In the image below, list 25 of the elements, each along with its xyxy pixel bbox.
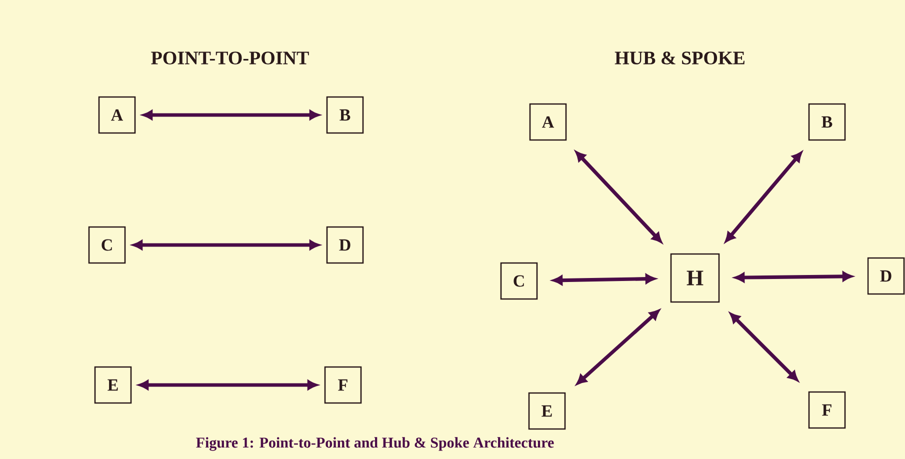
- letter-box: D: [326, 226, 364, 264]
- letter-box: E: [94, 366, 132, 404]
- letter-box: F: [324, 366, 362, 404]
- letter-box: C: [500, 262, 538, 300]
- double-arrow: [725, 152, 802, 242]
- figure-caption: Figure 1: Point-to-Point and Hub & Spoke Architecture: [196, 437, 554, 451]
- double-arrow: [552, 274, 656, 286]
- double-arrow: [142, 110, 320, 120]
- section-heading: POINT-TO-POINT: [151, 52, 309, 64]
- double-arrow: [132, 240, 320, 250]
- letter-box: A: [98, 96, 136, 134]
- double-arrow: [734, 272, 852, 282]
- double-arrow: [576, 151, 662, 243]
- section-heading: HUB & SPOKE: [614, 52, 744, 64]
- letter-box: B: [808, 103, 846, 141]
- double-arrow: [138, 380, 318, 390]
- double-arrow: [730, 312, 798, 382]
- letter-box: B: [326, 96, 364, 134]
- double-arrow: [576, 310, 660, 385]
- letter-box: E: [528, 392, 566, 430]
- letter-box: D: [867, 257, 905, 295]
- letter-box: A: [529, 103, 567, 141]
- letter-box: F: [808, 391, 846, 429]
- letter-box: C: [88, 226, 126, 264]
- letter-box: H: [670, 253, 720, 303]
